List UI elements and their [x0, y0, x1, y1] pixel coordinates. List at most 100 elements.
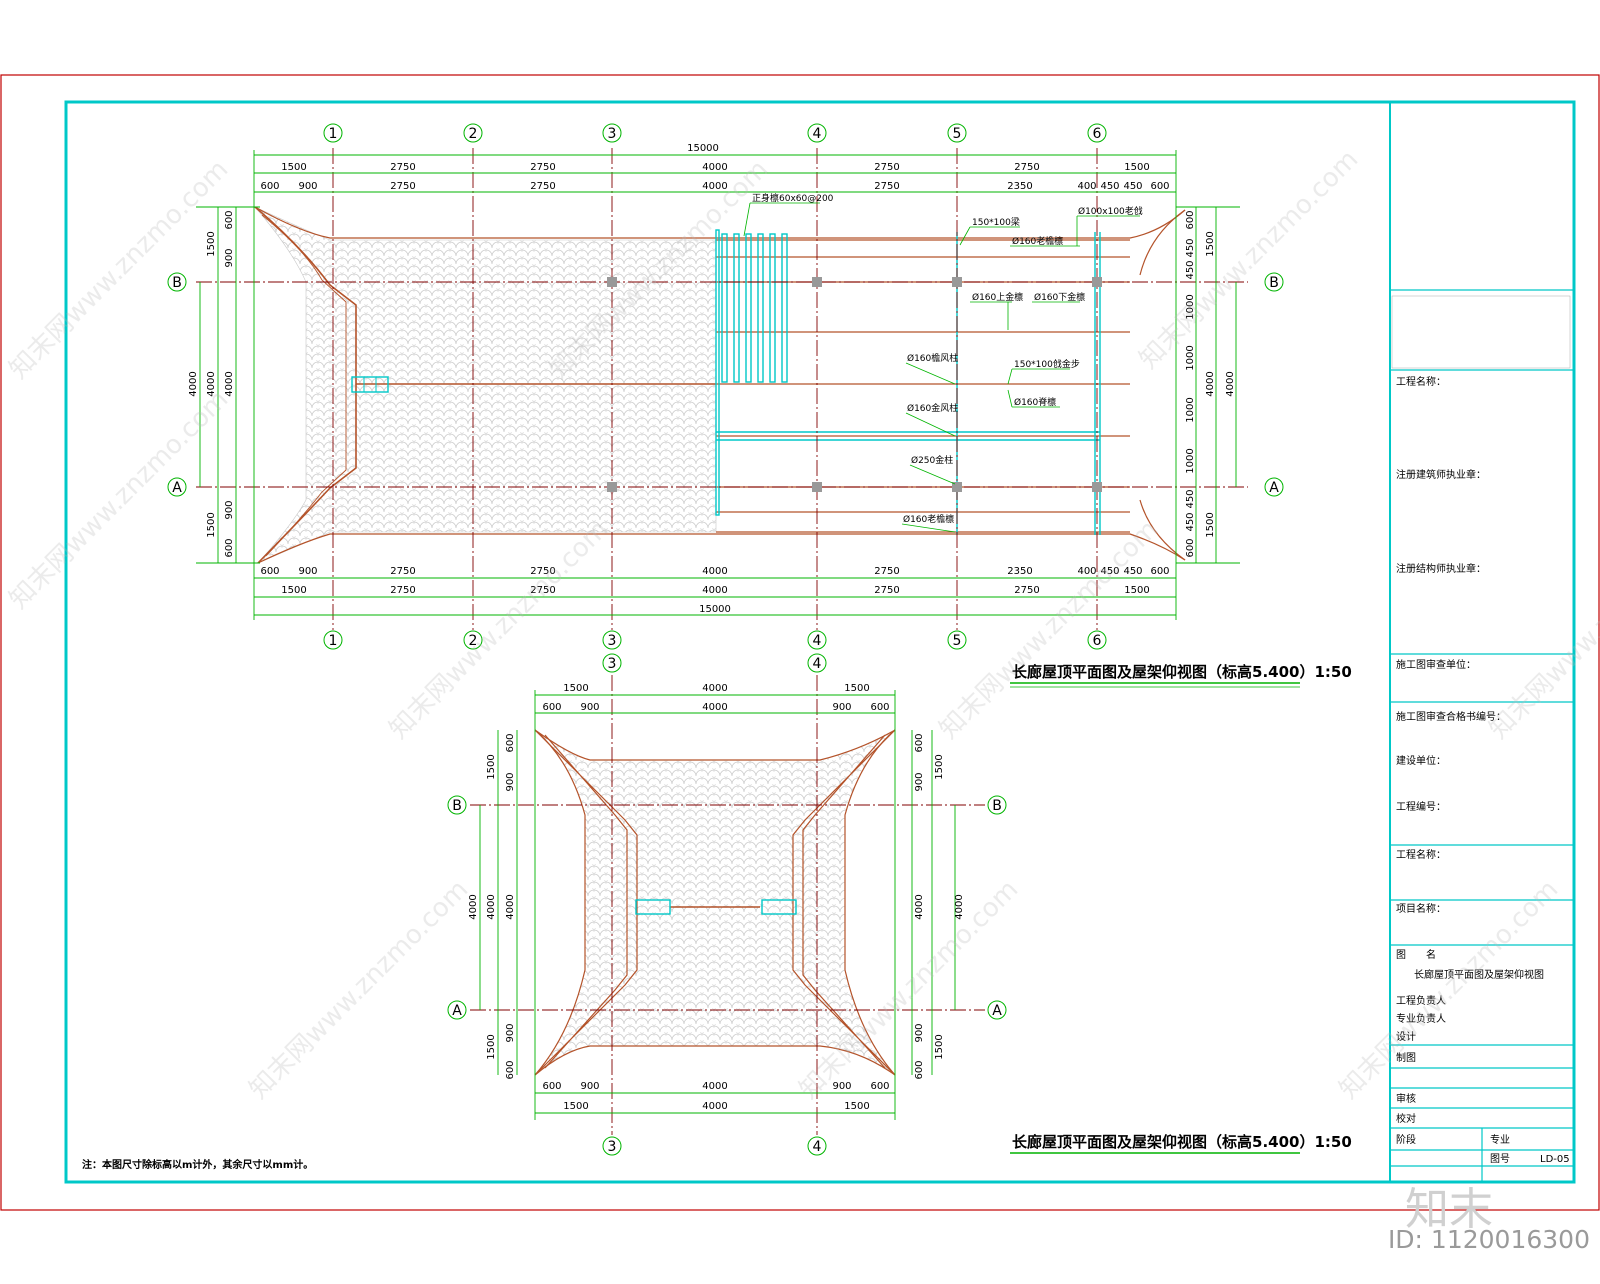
outer-border: [0, 74, 1600, 1211]
tb-bottom-label: 阶段: [1396, 1133, 1416, 1146]
dim-bottom-r2: 1500: [563, 1101, 588, 1112]
dim-top-r1: 1500: [844, 683, 869, 694]
dim-top-r1: 2750: [390, 162, 415, 173]
dim-bottom-r1: 2750: [390, 566, 415, 577]
watermark-text: 知末网www.znzmo.com: [934, 514, 1165, 745]
axis-label: A: [1269, 480, 1279, 496]
dim-left: 600: [224, 538, 235, 557]
annotation-label: Ø160老檐檩: [1012, 235, 1063, 247]
dim-left: 4000: [486, 894, 497, 919]
dim-right: 450: [1185, 238, 1196, 257]
annotation-label: Ø160老檐檩: [903, 513, 954, 525]
dim-right: 450: [1185, 489, 1196, 508]
right-dimensions: 600 450 450 1000 1000 1000 1000 450 450 …: [1185, 210, 1236, 557]
dim-bottom-r2: 4000: [702, 1101, 727, 1112]
axis-label: A: [452, 1003, 462, 1019]
dim-left: 900: [224, 248, 235, 267]
dim-top-r2: 600: [1150, 181, 1169, 192]
dim-left: 1500: [206, 231, 217, 256]
axis-label: 2: [469, 633, 478, 649]
dim-bottom-r1: 400: [1077, 566, 1096, 577]
tb-role: 工程负责人: [1396, 994, 1446, 1007]
bottom-dimensions: 600 900 4000 900 600 1500 4000 1500: [542, 1081, 889, 1112]
dim-top-r2: 450: [1100, 181, 1119, 192]
axis-label: 3: [608, 656, 617, 672]
tb-field: 工程编号：: [1396, 800, 1446, 813]
dim-top-r1: 2750: [530, 162, 555, 173]
hip-ridge-left-inner: [261, 214, 347, 557]
ridge-ornament: [761, 899, 797, 915]
axis-label: A: [172, 480, 182, 496]
dim-bottom-r2: 1500: [281, 585, 306, 596]
dim-right: 1500: [934, 1034, 945, 1059]
dim-bottom-r1: 4000: [702, 566, 727, 577]
annotation-label: Ø160檐风柱: [907, 352, 958, 364]
dim-bottom-r1: 2750: [874, 566, 899, 577]
dim-top-r2: 450: [1123, 181, 1142, 192]
dim-right: 450: [1185, 260, 1196, 279]
watermark-text: 知末网www.znzmo.com: [244, 874, 475, 1105]
tb-field: 工程名称：: [1396, 848, 1446, 861]
ridge-ornament-left: [351, 376, 389, 393]
dim-top-r2: 900: [298, 181, 317, 192]
member-annotations: 正身檩60x60@200 150*100梁 Ø100x100老戗 Ø160老檐檩…: [743, 192, 1143, 533]
axis-label: 6: [1093, 126, 1102, 142]
dim-bottom-r1: 900: [580, 1081, 599, 1092]
annotation-label: Ø100x100老戗: [1078, 205, 1143, 217]
dim-top-r2: 900: [832, 702, 851, 713]
watermark-text: 知末网www.znzmo.com: [1334, 874, 1565, 1105]
dim-bottom-r2: 2750: [874, 585, 899, 596]
dim-bottom-r1: 600: [1150, 566, 1169, 577]
dim-left: 1500: [486, 754, 497, 779]
annotation-label: Ø160金风柱: [907, 402, 958, 414]
annotation-label: Ø250金柱: [911, 454, 953, 466]
grid-lines: [196, 148, 1248, 630]
axis-label: 4: [813, 656, 822, 672]
plan2-title: 长廊屋顶平面图及屋架仰视图（标高5.400）1:50: [1012, 1133, 1352, 1151]
tb-role: 设计: [1396, 1030, 1416, 1043]
plan-long-corridor: 15000 1500 2750 2750 4000 2750 2750 1500…: [167, 123, 1352, 688]
watermark-text: 知末网www.znzmo.com: [4, 384, 235, 615]
title-block-fields: 工程名称： 注册建筑师执业章： 注册结构师执业章： 施工图审查单位： 施工图审查…: [1396, 375, 1570, 1165]
dim-left: 900: [505, 772, 516, 791]
tb-field: 注册建筑师执业章：: [1396, 468, 1486, 481]
dim-left: 4000: [188, 371, 199, 396]
dim-top-r2: 4000: [702, 181, 727, 192]
dimension-lines: [196, 150, 1240, 620]
dim-right: 1000: [1185, 294, 1196, 319]
dim-left: 1500: [486, 1034, 497, 1059]
dim-top-r1: 2750: [874, 162, 899, 173]
tb-field: 工程名称：: [1396, 375, 1446, 388]
annotation-label: Ø160上金檩: [972, 291, 1023, 303]
beams: [715, 229, 1101, 535]
axis-label: 5: [953, 126, 962, 142]
axis-label: 4: [813, 126, 822, 142]
axis-label: 1: [329, 633, 338, 649]
axis-label: A: [992, 1003, 1002, 1019]
dim-right: 1500: [1205, 512, 1216, 537]
dim-bottom-r1: 4000: [702, 1081, 727, 1092]
left-dimensions: 1500 600 900 4000 4000 4000 1500 900 600: [188, 210, 235, 557]
annotation-label: 正身檩60x60@200: [752, 192, 834, 204]
dim-right: 600: [914, 733, 925, 752]
axis-label: 4: [813, 1139, 822, 1155]
tb-role: 审核: [1396, 1092, 1416, 1105]
tb-bottom-label: 图号: [1490, 1153, 1510, 1165]
axis-label: 3: [608, 633, 617, 649]
dim-left: 600: [505, 1060, 516, 1079]
dim-top-r2: 2750: [390, 181, 415, 192]
grid-lines: [470, 675, 985, 1135]
dim-right: 600: [914, 1060, 925, 1079]
dim-top-r2: 400: [1077, 181, 1096, 192]
dim-top-r1: 1500: [563, 683, 588, 694]
dim-top-r2: 4000: [702, 702, 727, 713]
dim-top-r1: 1500: [281, 162, 306, 173]
dim-top-r1: 1500: [1124, 162, 1149, 173]
dim-top-r2: 2750: [530, 181, 555, 192]
tb-field: 施工图审查合格书编号：: [1396, 710, 1506, 723]
right-dimensions: 600 900 1500 4000 4000 900 600 1500: [914, 733, 965, 1079]
top-dimensions: 1500 4000 1500 600 900 4000 900 600: [542, 683, 889, 713]
dim-bottom-r2: 2750: [530, 585, 555, 596]
dim-left: 600: [505, 733, 516, 752]
tb-sheet-no: LD-05: [1540, 1154, 1570, 1165]
